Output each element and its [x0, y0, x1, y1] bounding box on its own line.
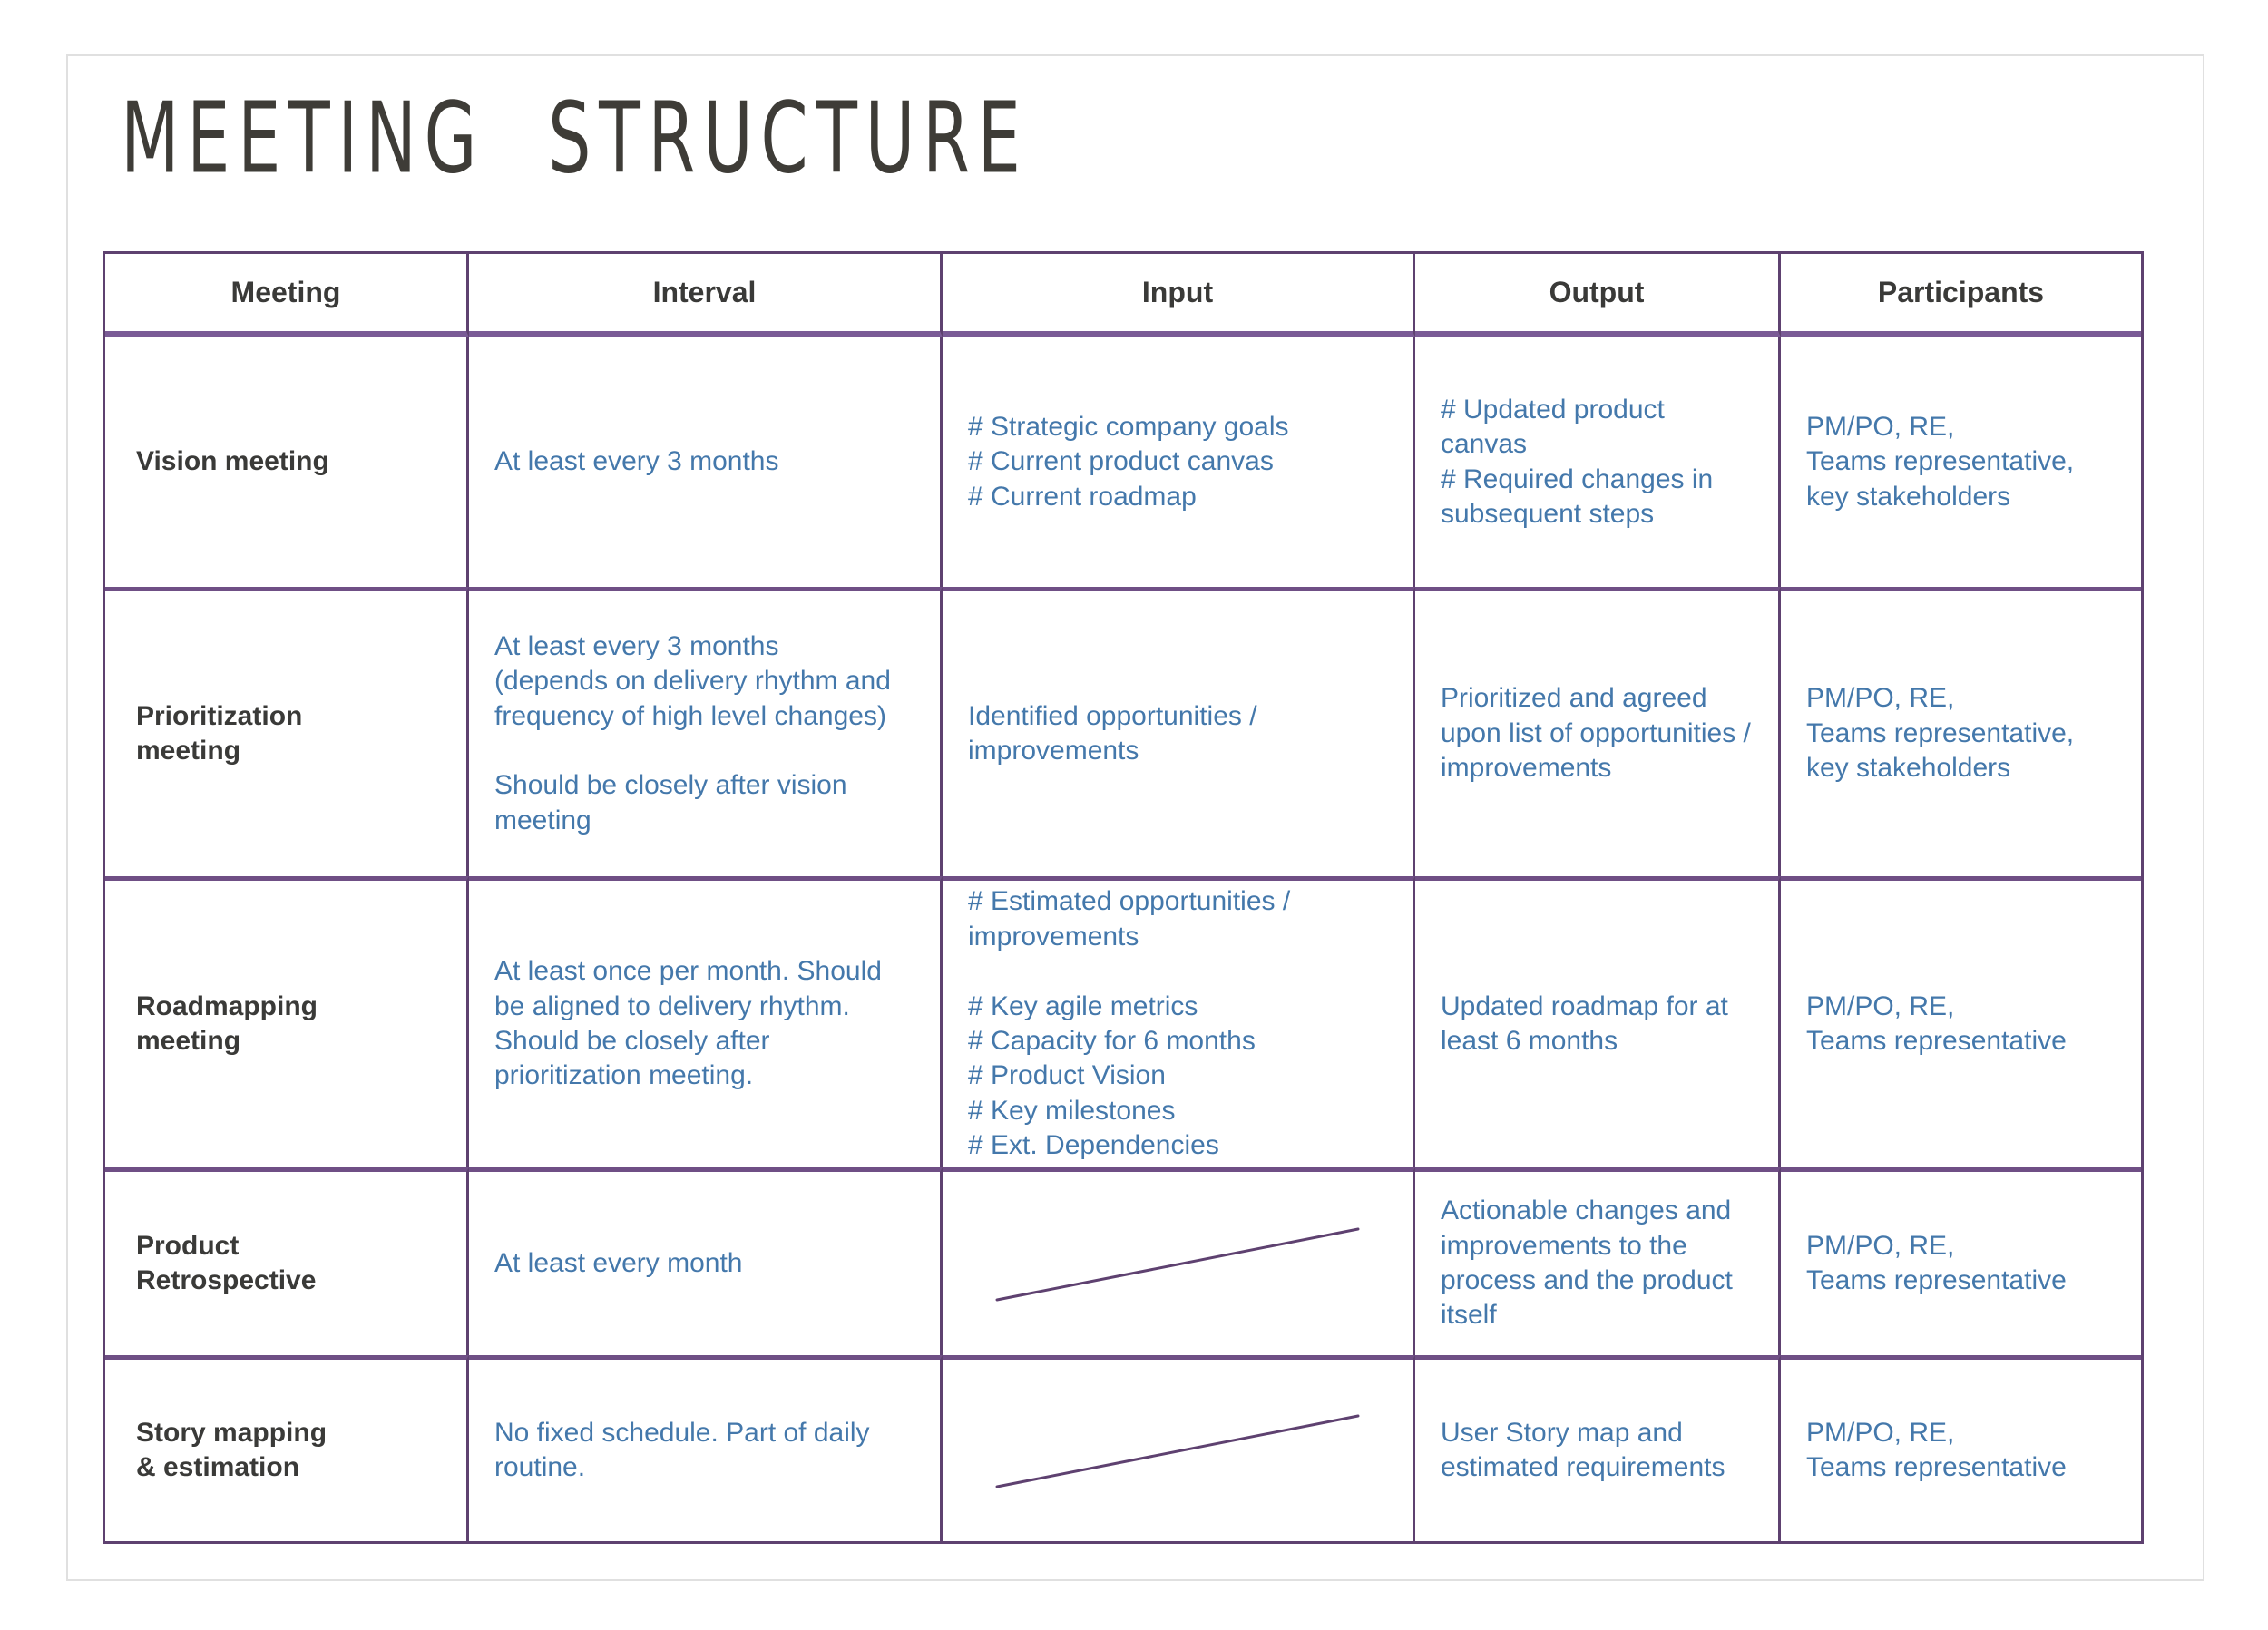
header-cell-input: Input [943, 254, 1415, 337]
cell-prioritization-participants: PM/PO, RE, Teams representative, key sta… [1781, 587, 2141, 876]
cell-retrospective-participants: PM/PO, RE, Teams representative [1781, 1167, 2141, 1355]
cell-vision-interval: At least every 3 months [469, 337, 943, 587]
cell-roadmapping-input: # Estimated opportunities / improvements… [943, 876, 1415, 1167]
cell-roadmapping-output: Updated roadmap for at least 6 months [1415, 876, 1781, 1167]
cell-storymapping-input [943, 1355, 1415, 1541]
page-card: MEETING STRUCTURE Meeting Interval Input… [66, 54, 2204, 1581]
cell-prioritization-input: Identified opportunities / improvements [943, 587, 1415, 876]
cell-vision-input: # Strategic company goals # Current prod… [943, 337, 1415, 587]
cell-roadmapping-participants: PM/PO, RE, Teams representative [1781, 876, 2141, 1167]
cell-retrospective-output: Actionable changes and improvements to t… [1415, 1167, 1781, 1355]
cell-prioritization-output: Prioritized and agreed upon list of oppo… [1415, 587, 1781, 876]
cell-storymapping-interval: No fixed schedule. Part of daily routine… [469, 1355, 943, 1541]
cell-prioritization-meeting-name: Prioritization meeting [105, 587, 469, 876]
cell-roadmapping-meeting-name: Roadmapping meeting [105, 876, 469, 1167]
header-cell-interval: Interval [469, 254, 943, 337]
meeting-structure-table: Meeting Interval Input Output Participan… [103, 251, 2144, 1544]
page-title: MEETING STRUCTURE [121, 82, 1029, 196]
cell-vision-participants: PM/PO, RE, Teams representative, key sta… [1806, 411, 2075, 512]
cell-retrospective-meeting-name: Product Retrospective [105, 1167, 469, 1355]
cell-storymapping-meeting-name: Story mapping & estimation [105, 1355, 469, 1541]
na-diagonal-icon [995, 1414, 1360, 1488]
header-cell-output: Output [1415, 254, 1781, 337]
cell-storymapping-output: User Story map and estimated requirement… [1415, 1355, 1781, 1541]
cell-prioritization-interval: At least every 3 months (depends on deli… [469, 587, 943, 876]
cell-vision-meeting-name: Vision meeting [105, 337, 469, 587]
header-cell-participants: Participants [1781, 254, 2141, 337]
cell-retrospective-input [943, 1167, 1415, 1355]
cell-storymapping-participants: PM/PO, RE, Teams representative [1781, 1355, 2141, 1541]
na-diagonal-icon [995, 1227, 1360, 1302]
cell-retrospective-interval: At least every month [469, 1167, 943, 1355]
cell-vision-output: # Updated product canvas # Required chan… [1415, 337, 1781, 587]
cell-roadmapping-interval: At least once per month. Should be align… [469, 876, 943, 1167]
header-cell-meeting: Meeting [105, 254, 469, 337]
